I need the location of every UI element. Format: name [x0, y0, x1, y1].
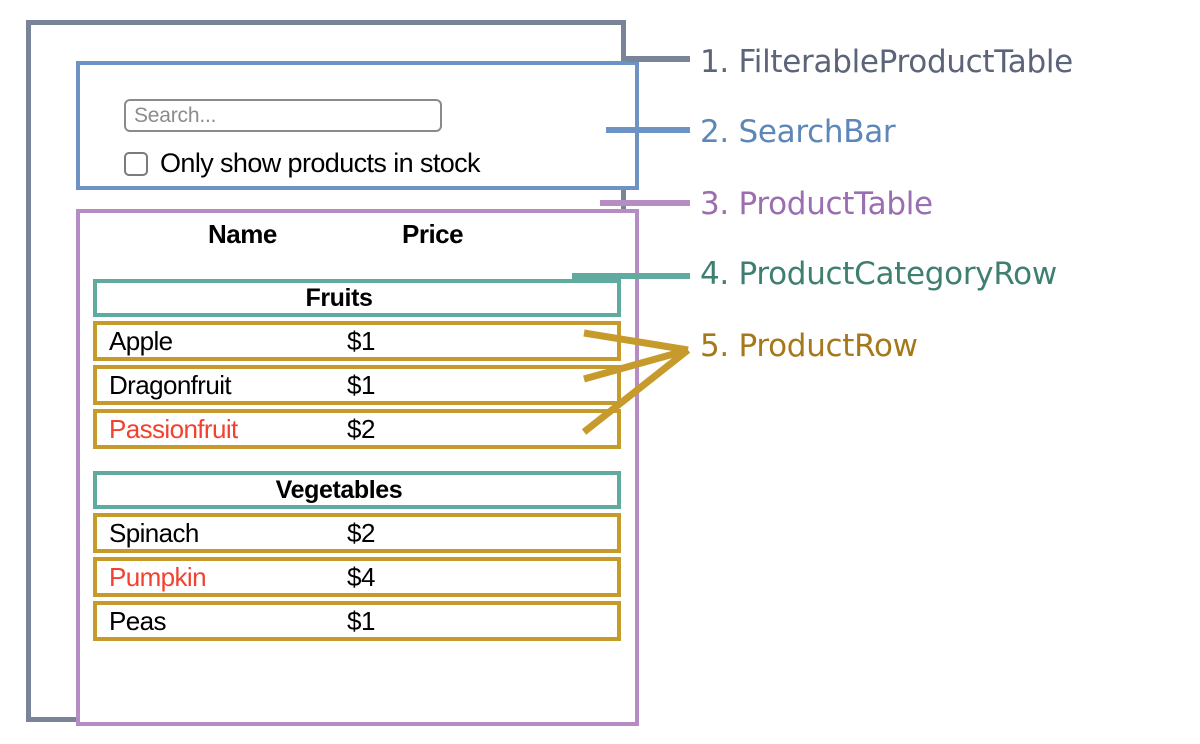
- product-price: $2: [347, 413, 375, 444]
- product-name: Pumpkin: [109, 561, 207, 592]
- legend-item-product-row: 5. ProductRow: [700, 328, 918, 364]
- legend-item-product-category-row: 4. ProductCategoryRow: [700, 256, 1057, 292]
- product-row: Spinach $2: [93, 513, 621, 553]
- product-name: Passionfruit: [109, 413, 238, 444]
- product-name: Dragonfruit: [109, 369, 232, 400]
- legend-item-product-table: 3. ProductTable: [700, 186, 933, 222]
- product-name: Peas: [109, 605, 166, 636]
- product-price: $1: [347, 605, 375, 636]
- column-header-name: Name: [208, 219, 277, 249]
- product-row: Pumpkin $4: [93, 557, 621, 597]
- product-category-row: Vegetables: [93, 471, 621, 509]
- column-header-price: Price: [402, 219, 464, 249]
- checkbox-icon[interactable]: [124, 151, 148, 176]
- product-name: Spinach: [109, 517, 199, 548]
- product-category-row: Fruits: [93, 279, 621, 317]
- group-spacer: [93, 453, 621, 471]
- search-bar-box: Search... Only show products in stock: [76, 61, 639, 190]
- product-price: $2: [347, 517, 375, 548]
- product-row: Apple $1: [93, 321, 621, 361]
- in-stock-checkbox-label: Only show products in stock: [160, 148, 481, 178]
- product-category-label: Fruits: [305, 283, 373, 312]
- search-input[interactable]: Search...: [124, 99, 442, 132]
- product-row: Peas $1: [93, 601, 621, 641]
- product-price: $1: [347, 369, 375, 400]
- in-stock-checkbox-row[interactable]: Only show products in stock: [124, 148, 481, 179]
- product-category-label: Vegetables: [275, 475, 403, 504]
- product-price: $4: [347, 561, 375, 592]
- legend-item-search-bar: 2. SearchBar: [700, 114, 896, 150]
- product-row: Passionfruit $2: [93, 409, 621, 449]
- product-table-header: Name Price: [80, 219, 635, 263]
- product-price: $1: [347, 325, 375, 356]
- product-row: Dragonfruit $1: [93, 365, 621, 405]
- filterable-product-table-box: Search... Only show products in stock Na…: [26, 20, 639, 726]
- legend-item-filterable-product-table: 1. FilterableProductTable: [700, 44, 1073, 80]
- product-name: Apple: [109, 325, 173, 356]
